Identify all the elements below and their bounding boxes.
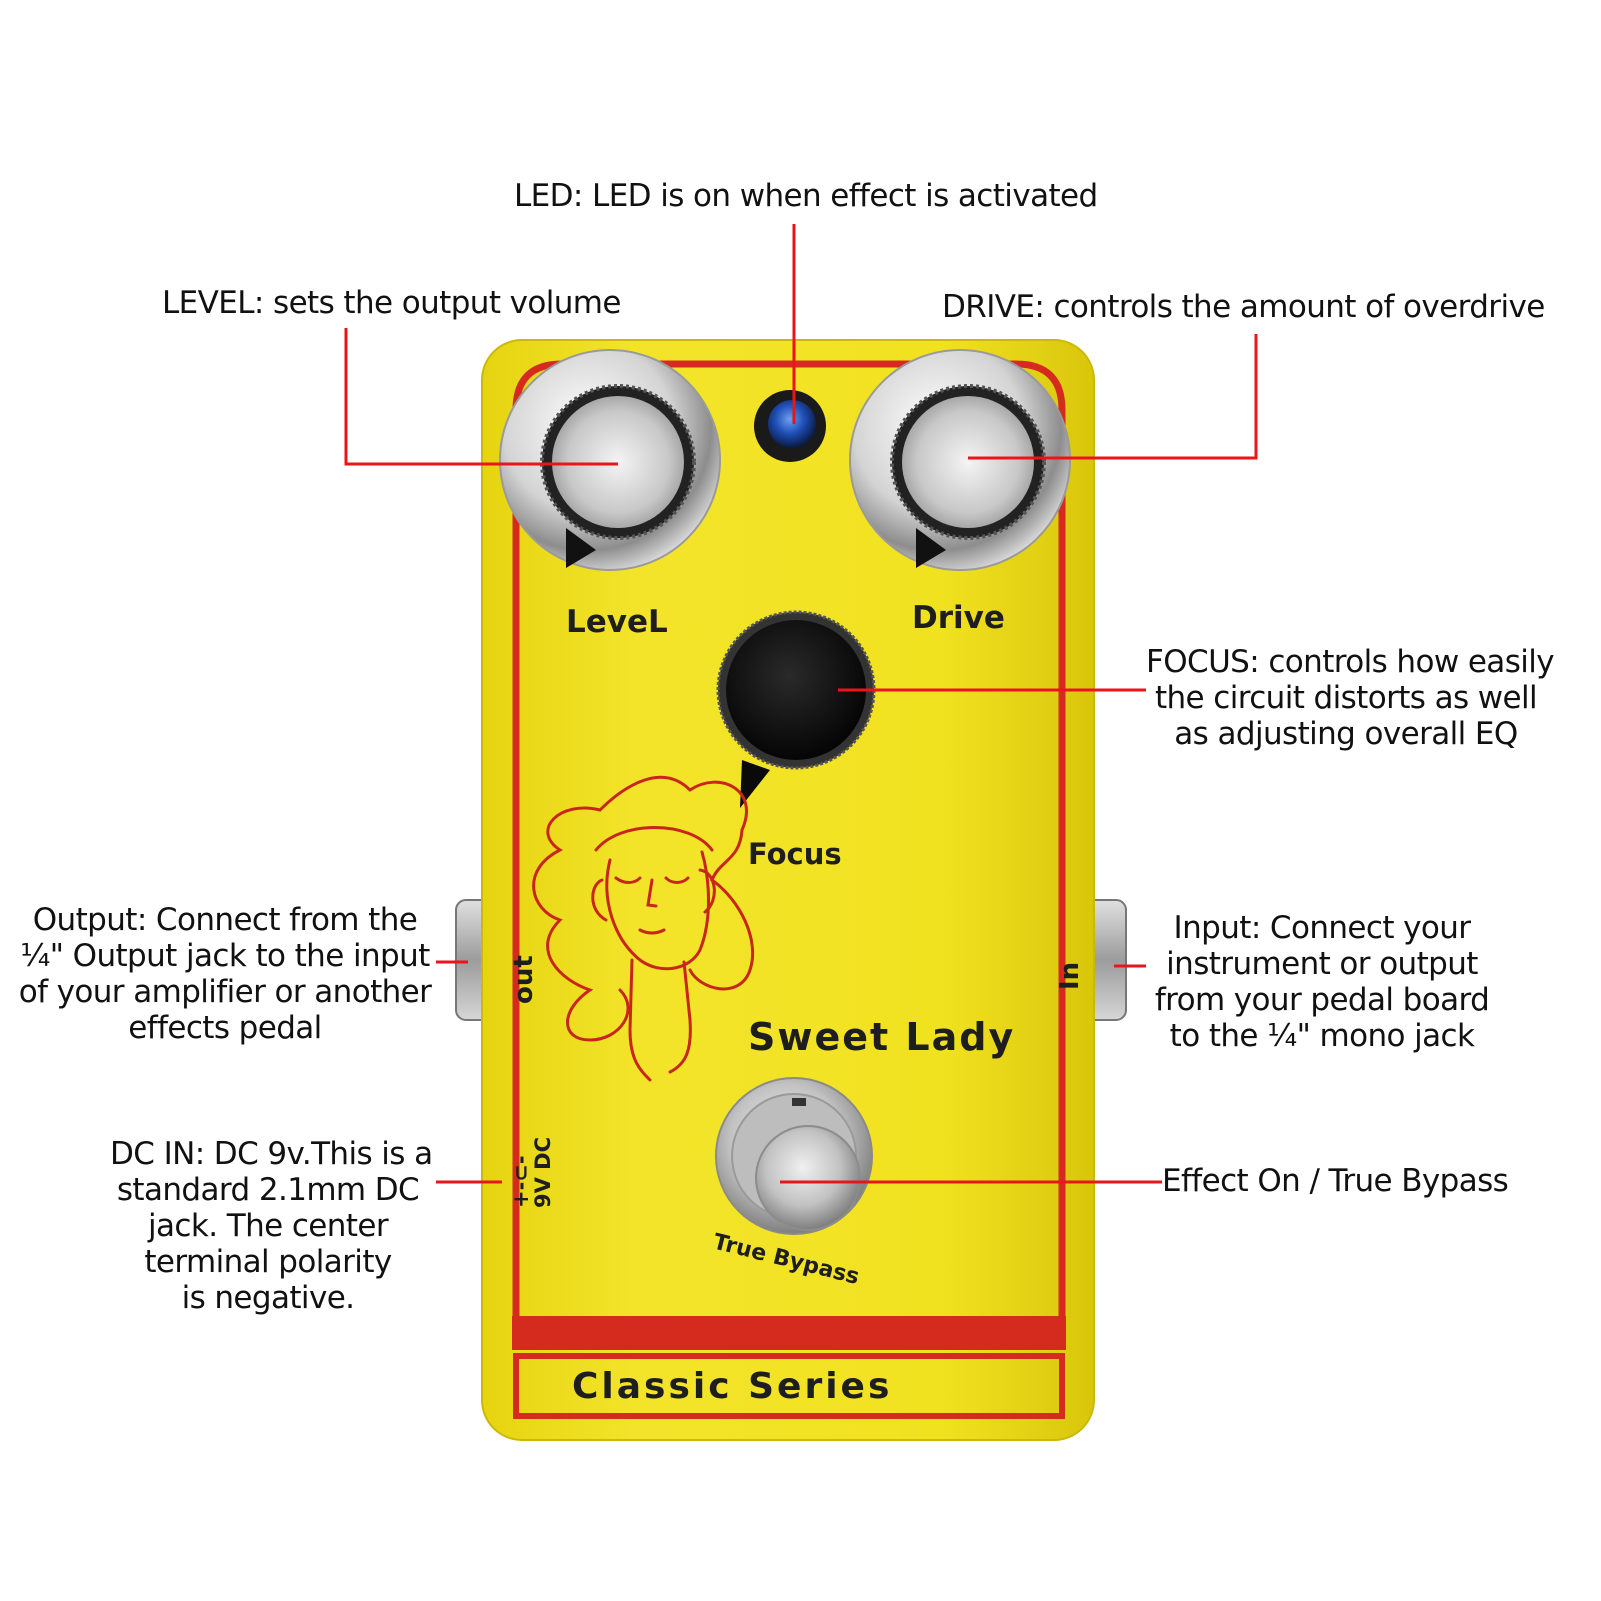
callout-output-line: of your amplifier or another (18, 974, 432, 1010)
callout-dc-line: terminal polarity (144, 1244, 392, 1280)
callout-input-line: Input: Connect your (1173, 910, 1472, 946)
led-indicator (754, 390, 826, 462)
focus-knob[interactable] (716, 610, 876, 808)
callout-output-line: ¼" Output jack to the input (20, 938, 430, 974)
series-label: Classic Series (572, 1366, 892, 1407)
callout-input-line: instrument or output (1166, 946, 1478, 982)
footswitch[interactable] (715, 1077, 873, 1235)
callout-focus-line: the circuit distorts as well (1154, 680, 1538, 716)
power-label: 9V DC (531, 1137, 555, 1208)
callout-output-line: effects pedal (128, 1010, 322, 1046)
callout-output-line: Output: Connect from the (32, 902, 418, 938)
level-knob[interactable] (499, 349, 721, 571)
series-frame (513, 1353, 1065, 1419)
callout-dc-line: DC IN: DC 9v.This is a (110, 1136, 433, 1172)
red-border (512, 360, 1066, 1318)
callout-input-line: from your pedal board (1154, 982, 1490, 1018)
lady-artwork (532, 775, 755, 1082)
callout-dc-line: jack. The center (148, 1208, 389, 1244)
callout-input: Input: Connect your instrument or output… (1146, 910, 1498, 1054)
pedal-body (481, 339, 1095, 1441)
callout-focus: FOCUS: controls how easily the circuit d… (1146, 644, 1555, 752)
leader-level (344, 328, 618, 466)
callout-drive: DRIVE: controls the amount of overdrive (942, 289, 1545, 325)
callout-output: Output: Connect from the ¼" Output jack … (10, 902, 440, 1046)
jack-label-out: out (509, 955, 539, 1004)
callout-dc-in: DC IN: DC 9v.This is a standard 2.1mm DC… (110, 1136, 433, 1316)
pedal-name: Sweet Lady (748, 1015, 1015, 1059)
leader-lines (344, 224, 1258, 1184)
drive-knob[interactable] (849, 349, 1071, 571)
power-polarity-symbol: +-⊂- (509, 1155, 533, 1208)
callout-led: LED: LED is on when effect is activated (514, 178, 1098, 214)
red-band (512, 1316, 1066, 1350)
callout-level: LEVEL: sets the output volume (162, 285, 621, 321)
knob-label-level: LeveL (566, 604, 668, 640)
callout-focus-line: FOCUS: controls how easily (1146, 644, 1555, 680)
leader-drive (968, 334, 1258, 460)
knob-label-drive: Drive (912, 600, 1005, 636)
callout-dc-line: standard 2.1mm DC (116, 1172, 420, 1208)
callout-footswitch: Effect On / True Bypass (1162, 1163, 1509, 1199)
callout-dc-line: is negative. (181, 1280, 355, 1316)
knob-label-focus: Focus (748, 837, 842, 871)
callout-input-line: to the ¼" mono jack (1169, 1018, 1475, 1054)
jack-label-in: In (1055, 962, 1085, 990)
callout-focus-line: as adjusting overall EQ (1174, 716, 1518, 752)
